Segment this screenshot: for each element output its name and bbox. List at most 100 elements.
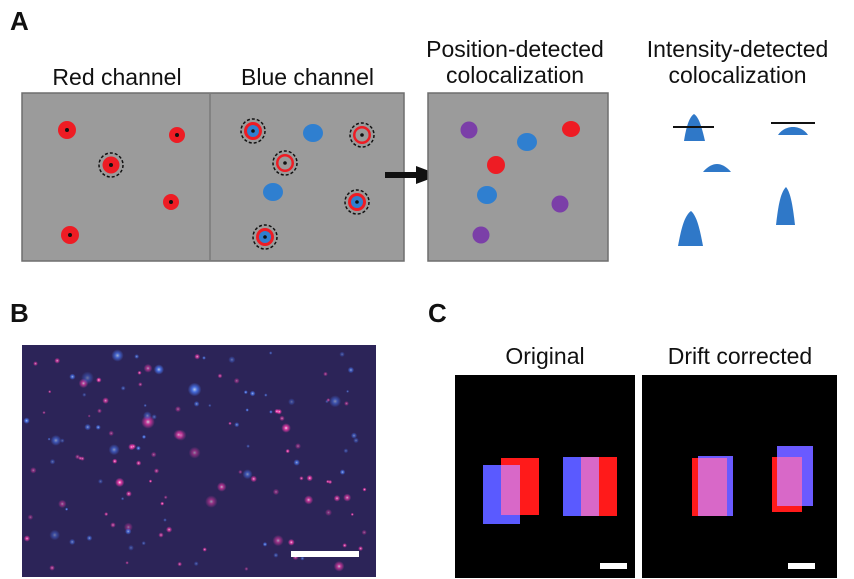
fluorescent-spot: [50, 435, 62, 446]
fluorescent-spot: [153, 364, 164, 375]
fluorescent-spot: [108, 430, 114, 436]
fluorescent-spot: [269, 410, 273, 414]
blue-spot: [477, 186, 497, 204]
fluorescent-spot: [96, 377, 102, 383]
purple-spot: [551, 195, 569, 213]
fluorescent-spot: [304, 495, 314, 505]
fluorescent-spot: [262, 542, 268, 547]
fluorescent-spot: [86, 535, 93, 541]
fluorescent-spot: [48, 390, 52, 394]
overlap-box: [698, 458, 727, 516]
fluorescent-spot: [163, 495, 168, 500]
fluorescent-spot: [228, 421, 232, 426]
fluorescent-spot: [69, 373, 76, 380]
fluorescent-spot: [264, 393, 268, 397]
position-background: [427, 92, 609, 262]
fluorescent-spot: [326, 398, 331, 402]
red-spot: [163, 194, 179, 210]
blue-spot-colocalized: [344, 189, 370, 215]
fluorescent-spot: [306, 474, 313, 482]
intensity-peak: [776, 187, 795, 225]
fluorescent-spot: [347, 366, 355, 374]
fluorescent-spot: [285, 448, 290, 454]
fluorescent-spot: [325, 509, 332, 516]
fluorescent-spot: [143, 403, 147, 408]
drift-corrected-label: Drift corrected: [667, 343, 813, 369]
fluorescent-spot: [58, 499, 67, 509]
fluorescent-spot: [112, 458, 118, 464]
fluorescent-spot: [295, 443, 301, 450]
red-channel-spots: [58, 121, 185, 244]
fluorescent-spot: [243, 390, 248, 395]
red-spot: [58, 121, 76, 139]
intensity-peak: [703, 164, 731, 172]
fluorescent-spot: [120, 497, 125, 501]
fluorescent-spot: [87, 414, 91, 418]
fluorescent-spot: [175, 406, 181, 413]
fluorescent-spot: [65, 507, 69, 511]
fluorescent-spot: [115, 477, 125, 488]
fluorescent-spot: [177, 561, 182, 567]
fluorescent-spot: [272, 488, 280, 496]
position-detected-line1: Position-detected: [426, 36, 604, 62]
fluorescent-spot: [205, 495, 218, 508]
original-image: [455, 375, 635, 578]
fluorescent-spot: [141, 434, 147, 439]
fluorescent-spot: [333, 561, 345, 572]
red-spot: [562, 121, 580, 137]
purple-spot: [472, 226, 490, 244]
red-spot: [487, 156, 505, 174]
fluorescent-spot: [30, 467, 37, 474]
fluorescent-spot: [246, 444, 250, 449]
fluorescent-spot: [69, 538, 76, 546]
fluorescent-spot: [150, 451, 157, 458]
fluorescent-spot: [158, 532, 164, 538]
fluorescent-spot: [343, 448, 349, 454]
fluorescent-spot: [143, 363, 153, 373]
fluorescent-spot: [339, 469, 346, 475]
fluorescent-spot: [274, 408, 280, 414]
fluorescent-spot: [60, 438, 65, 444]
intensity-detected-shapes: [673, 114, 815, 246]
channels-background: [21, 92, 405, 262]
fluorescent-spot: [84, 423, 91, 431]
fluorescent-spot: [98, 478, 103, 484]
fluorescent-spot: [344, 401, 349, 406]
fluorescent-spot: [273, 552, 279, 558]
fluorescent-spot: [194, 353, 201, 360]
drift-corrected-image: [642, 375, 837, 578]
fluorescent-spot: [193, 401, 200, 407]
fluorescent-spot: [138, 382, 143, 387]
fluorescent-spot: [245, 408, 249, 412]
fluorescent-spot: [49, 529, 60, 541]
fluorescent-spot: [136, 445, 141, 451]
fluorescent-spot: [110, 522, 116, 528]
blue-spot-colocalized: [272, 150, 298, 176]
fluorescent-spot: [160, 501, 165, 506]
panel-c-letter: C: [428, 298, 447, 328]
intensity-detected-line1: Intensity-detected: [646, 36, 829, 62]
fluorescent-spot: [233, 377, 240, 384]
fluorescent-spot: [208, 403, 212, 408]
blue-spot-colocalized: [252, 224, 278, 250]
fluorescent-spot: [342, 543, 348, 548]
fluorescent-spot: [104, 512, 109, 517]
intensity-detected-line2: colocalization: [668, 62, 807, 89]
fluorescent-spot: [95, 424, 101, 430]
fluorescent-spot: [250, 475, 257, 483]
fluorescent-spot: [135, 460, 142, 466]
fluorescent-spot: [238, 469, 243, 475]
fluorescent-spot: [23, 535, 31, 542]
fluorescent-spot: [234, 422, 240, 428]
original-label: Original: [505, 343, 585, 369]
fluorescent-spot: [228, 356, 236, 364]
fluorescent-spot: [125, 528, 132, 535]
scale-bar: [788, 563, 815, 569]
panel-a-letter: A: [10, 6, 29, 36]
fluorescent-spot: [244, 566, 249, 571]
fluorescent-spot: [249, 390, 256, 397]
fluorescent-spot: [49, 565, 55, 571]
blue-spot-colocalized: [349, 122, 375, 148]
scale-bar: [600, 563, 627, 569]
intensity-detected-label: Intensity-detected colocalization: [630, 36, 845, 89]
